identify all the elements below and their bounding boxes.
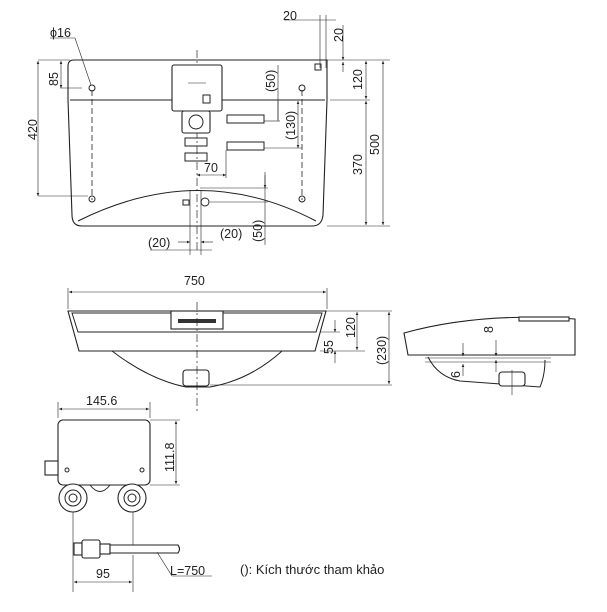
dim-phi16: ϕ16 [50,26,71,40]
side-view: 8 6 [403,316,576,395]
dim-70: 70 [204,161,218,175]
dim-8: 8 [482,326,496,333]
dim-50-bottom: (50) [251,220,265,242]
dim-750: 750 [184,274,205,288]
dim-6: 6 [449,371,463,378]
dim-120-front: 120 [344,317,358,338]
dim-370: 370 [351,154,365,175]
mounting-holes [88,84,306,207]
dim-55: 55 [322,340,336,354]
dim-20-horizontal: 20 [283,9,297,23]
dim-20-right: (20) [220,227,242,241]
reference-note: (): Kích thước tham khảo [240,562,384,577]
front-view: 750 120 55 (230) [67,274,392,412]
control-box-view: 145.6 111.8 95 L=750 [44,394,212,592]
dim-20-vertical: 20 [332,28,346,42]
dim-120-top: 120 [351,69,365,90]
dim-145-6: 145.6 [86,394,117,408]
dim-230: (230) [375,336,389,365]
dim-130: (130) [284,111,298,140]
dim-95: 95 [96,567,110,581]
dim-85: 85 [47,72,61,86]
top-view: 20 20 ϕ16 85 420 (50) 120 (130) 500 370 … [26,9,390,255]
dim-111-8: 111.8 [163,443,177,472]
dim-420: 420 [26,119,40,140]
dim-50-top: (50) [264,70,278,92]
hose-length: L=750 [170,564,205,578]
dim-20-left: (20) [148,236,170,250]
dim-500: 500 [368,134,382,155]
sensor-box [171,64,223,112]
hose [73,539,181,559]
connectors [58,483,147,513]
